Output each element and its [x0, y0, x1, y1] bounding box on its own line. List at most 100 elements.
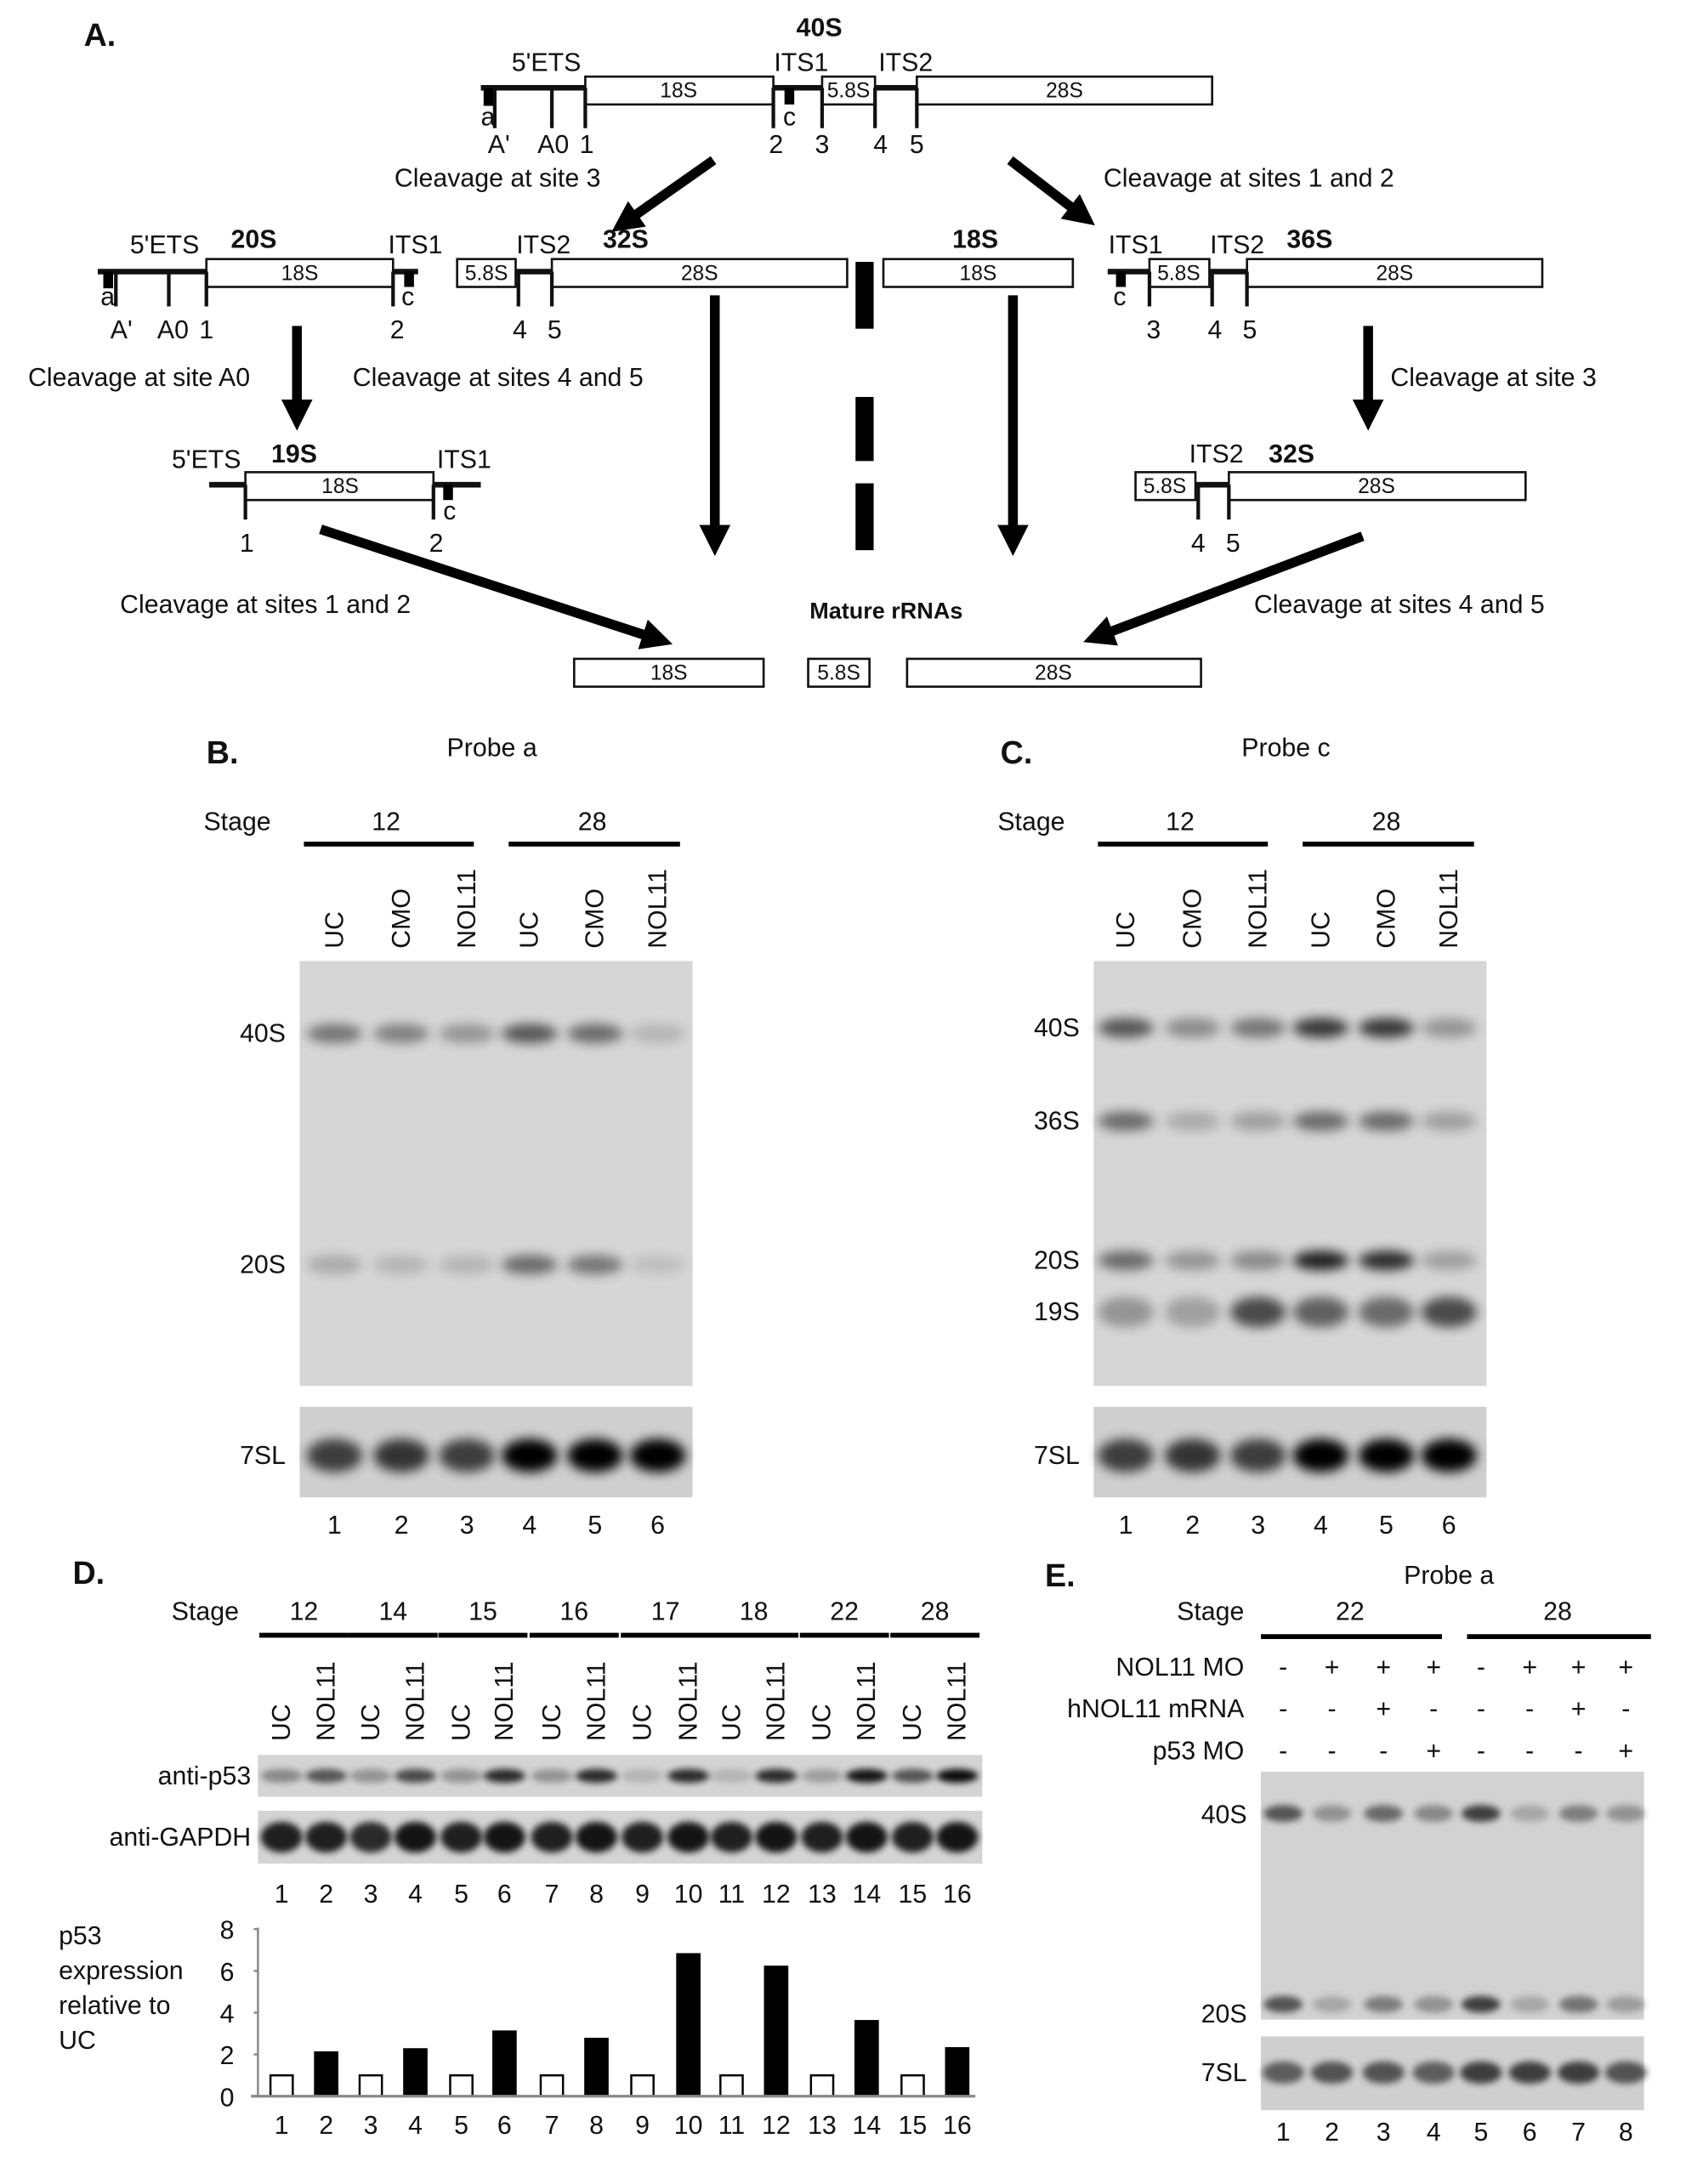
band-anti-p53: [845, 1768, 888, 1784]
lane-number: 6: [1523, 2119, 1537, 2147]
band-anti-p53: [801, 1768, 843, 1784]
band-7SL: [629, 1438, 686, 1472]
band-anti-p53: [349, 1768, 392, 1784]
lane-number: 13: [808, 1881, 837, 1909]
minus-sign: -: [1328, 1737, 1337, 1765]
minus-sign: -: [1279, 1695, 1287, 1723]
lane-number: 6: [1442, 1512, 1456, 1540]
band-7SL: [1412, 2061, 1455, 2085]
site-label: 2: [390, 316, 405, 344]
lane-label: NOL11: [582, 1661, 610, 1741]
band-anti-GAPDH: [260, 1822, 303, 1853]
minus-sign: -: [1477, 1654, 1485, 1682]
band-anti-p53: [621, 1768, 664, 1784]
band-anti-GAPDH: [936, 1822, 979, 1853]
lane-number: 1: [1276, 2119, 1291, 2147]
band-7SL: [1098, 1438, 1154, 1472]
precursor-title: 19S: [271, 440, 317, 468]
band-20S: [1414, 1995, 1454, 2013]
its1-label: ITS1: [1109, 231, 1163, 259]
band-20S: [502, 1255, 558, 1275]
plus-sign: +: [1426, 1737, 1441, 1765]
x-tick-label: 15: [899, 2112, 928, 2140]
lane-number: 7: [545, 1881, 559, 1909]
probe-label: Probe a: [1404, 1562, 1494, 1590]
rrna-18s-box: [584, 75, 775, 106]
lane-number: 3: [1377, 2119, 1391, 2147]
lane-number: 5: [1473, 2119, 1488, 2147]
x-tick-label: 6: [497, 2112, 512, 2140]
band-7SL: [1262, 2061, 1304, 2085]
plus-sign: +: [1618, 1654, 1633, 1682]
pathway-divider: [855, 262, 874, 551]
band-20S: [1292, 1251, 1349, 1271]
stage-value: 22: [1336, 1597, 1365, 1625]
minus-sign: -: [1575, 1737, 1583, 1765]
lane-number: 4: [1314, 1512, 1328, 1540]
panel-label: B.: [207, 735, 239, 770]
lane-label: NOL11: [491, 1661, 519, 1741]
precursor-title: 18S: [952, 226, 998, 254]
band-40S: [439, 1024, 495, 1044]
site-label: 1: [199, 316, 213, 344]
lane-number: 2: [319, 1881, 333, 1909]
band-anti-GAPDH: [891, 1822, 934, 1853]
band-36S: [1421, 1111, 1477, 1132]
y-tick-label: 6: [220, 1959, 235, 1987]
band-anti-p53: [891, 1768, 934, 1784]
band-7SL: [373, 1438, 429, 1472]
stage-value: 28: [921, 1597, 950, 1625]
stage-value: 12: [372, 808, 400, 836]
band-36S: [1229, 1111, 1286, 1132]
lane-label: UC: [447, 1704, 475, 1741]
band-anti-p53: [305, 1768, 348, 1784]
lane-label: UC: [628, 1704, 656, 1741]
arrow: [1083, 531, 1365, 646]
bar-nol11: [314, 2051, 338, 2098]
probe-c-label: c: [443, 497, 456, 525]
ets-label: 5'ETS: [512, 49, 582, 77]
band-anti-GAPDH: [621, 1822, 664, 1853]
lane-label: NOL11: [944, 1661, 972, 1741]
stage-value: 18: [740, 1597, 769, 1625]
bar-uc: [449, 2073, 474, 2098]
site-label: 5: [910, 131, 924, 159]
northern-blot-gel: [1093, 961, 1487, 1387]
stage-label: Stage: [203, 808, 270, 836]
its2-label: ITS2: [1210, 231, 1264, 259]
band-20S: [1606, 1995, 1646, 2013]
plus-sign: +: [1426, 1654, 1441, 1682]
probe-a-marker: [483, 88, 494, 106]
mature-rrnas: 18S 5.8S 28S: [572, 657, 1202, 689]
site-label: 1: [580, 131, 594, 159]
site-label: 2: [769, 131, 783, 159]
band-7SL: [1164, 1438, 1221, 1472]
plus-sign: +: [1571, 1695, 1587, 1723]
northern-blot-gel: [299, 961, 693, 1387]
box-label: 18S: [281, 262, 319, 285]
arrow: [611, 156, 717, 232]
lane-number: 14: [853, 1881, 882, 1909]
stage-value: 28: [1372, 808, 1401, 836]
band-anti-GAPDH: [667, 1822, 710, 1853]
ets-label: 5'ETS: [130, 231, 200, 259]
band-anti-p53: [394, 1768, 437, 1784]
band-20S: [1364, 1995, 1404, 2013]
site-label: 3: [1146, 316, 1161, 344]
band-anti-GAPDH: [349, 1822, 392, 1853]
stage-label: Stage: [172, 1597, 239, 1625]
probe-a-marker: [103, 271, 113, 289]
minus-sign: -: [1279, 1737, 1287, 1765]
box-label: 5.8S: [817, 662, 860, 685]
lane-label: CMO: [388, 888, 416, 949]
site-label: 5: [548, 316, 562, 344]
band-20S: [1229, 1251, 1286, 1271]
x-tick-label: 5: [454, 2112, 468, 2140]
bar-nol11: [676, 1953, 701, 2098]
band-anti-GAPDH: [755, 1822, 798, 1853]
band-20S: [1098, 1251, 1154, 1271]
precursor-title: 32S: [1269, 440, 1314, 468]
